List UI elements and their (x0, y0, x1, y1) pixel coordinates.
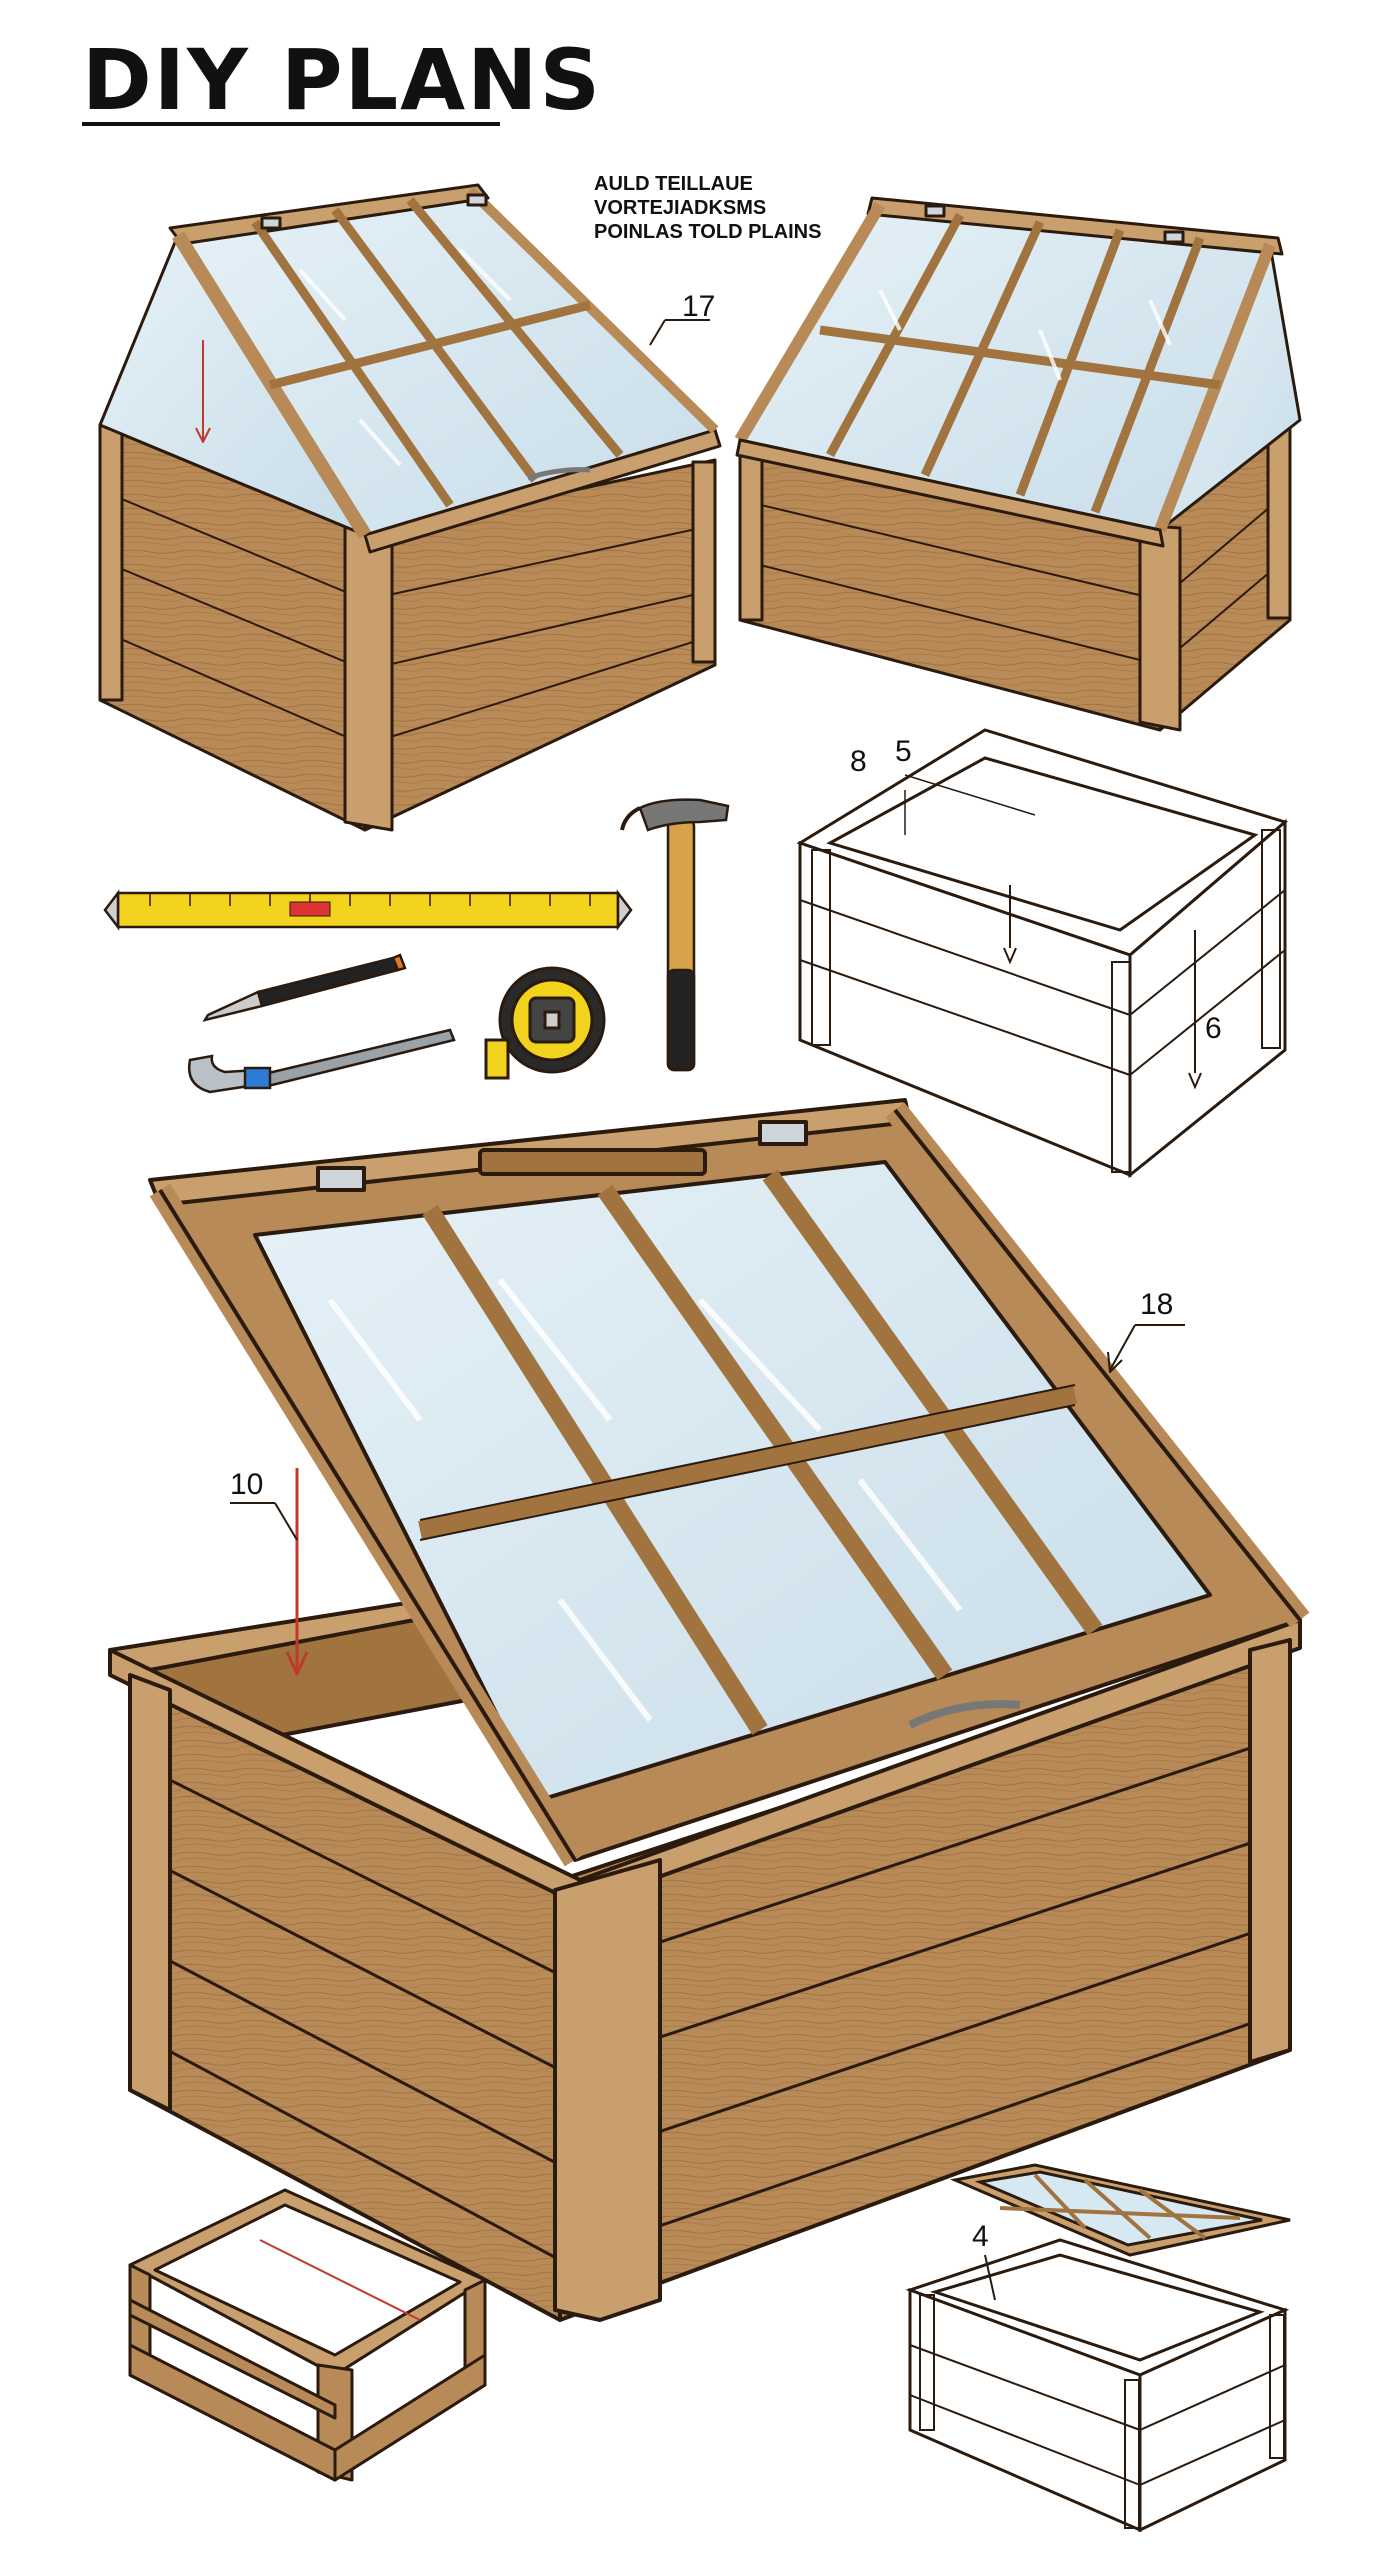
header-note-line: VORTEJIADKSMS (594, 197, 767, 219)
cold-frame-view-front-left (98, 183, 722, 832)
callout-label: 5 (895, 735, 912, 768)
header-note-line: AULD TEILLAUE (594, 173, 753, 195)
base-frame-diagram (128, 2188, 487, 2482)
callout-label: 18 (1140, 1288, 1174, 1321)
callout-label: 17 (682, 290, 716, 323)
hammer-icon (620, 798, 730, 1072)
callout-label: 8 (850, 745, 867, 778)
screwdriver-icon (202, 953, 407, 1022)
frame-assembly-diagram (796, 728, 1289, 1179)
header-note-line: POINLAS TOLD PLAINS (594, 221, 822, 243)
page-title: DIY PLANS (82, 31, 602, 129)
callout-label: 6 (1205, 1012, 1222, 1045)
title-underline (82, 122, 500, 126)
wrench-icon (187, 1028, 456, 1094)
tape-measure-icon (484, 966, 606, 1080)
callout-label: 4 (972, 2220, 989, 2253)
header-note: AULD TEILLAUE VORTEJIADKSMS POINLAS TOLD… (594, 172, 821, 244)
cold-frame-view-front-right (734, 196, 1302, 732)
cold-frame-main-view (108, 1098, 1310, 2322)
callout-label: 10 (230, 1468, 264, 1501)
lid-assembly-diagram (905, 2163, 1291, 2533)
measuring-ruler-icon (103, 889, 633, 931)
